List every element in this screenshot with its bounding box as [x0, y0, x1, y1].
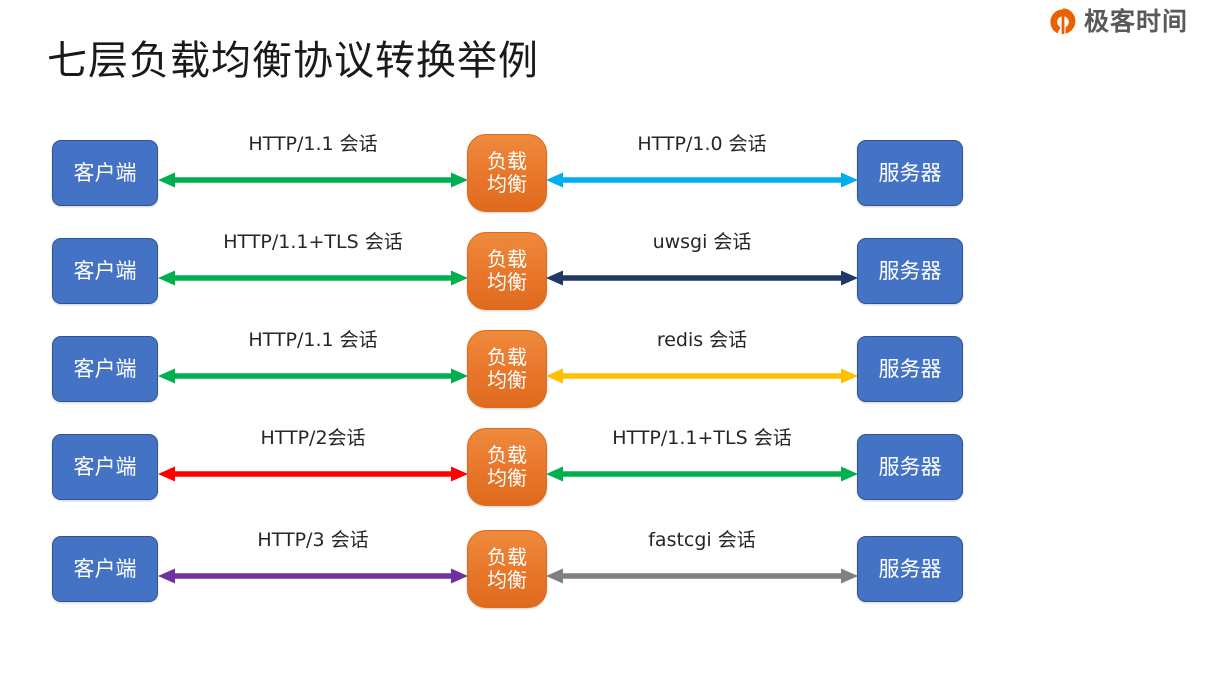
server-node-label: 服务器 [878, 357, 942, 381]
balancer-to-server-connector: uwsgi 会话 [546, 221, 858, 321]
balancer-to-server-connector: redis 会话 [546, 319, 858, 419]
load-balancer-label-line2: 均衡 [487, 270, 527, 294]
load-balancer-label-line2: 均衡 [487, 172, 527, 196]
load-balancer-node[interactable]: 负载均衡 [467, 330, 547, 408]
load-balancer-label-line2: 均衡 [487, 568, 527, 592]
balancer-to-server-connector: fastcgi 会话 [546, 519, 858, 619]
load-balancer-node-label: 负载均衡 [487, 346, 527, 392]
client-node[interactable]: 客户端 [52, 434, 158, 500]
server-node-label: 服务器 [878, 557, 942, 581]
client-to-balancer-connector: HTTP/1.1+TLS 会话 [158, 221, 468, 321]
balancer-to-server-label: redis 会话 [656, 329, 748, 351]
server-node[interactable]: 服务器 [857, 336, 963, 402]
server-node[interactable]: 服务器 [857, 536, 963, 602]
balancer-to-server-label: fastcgi 会话 [648, 529, 756, 551]
balancer-to-server-label: HTTP/1.0 会话 [637, 133, 767, 155]
balancer-to-server-connector: HTTP/1.0 会话 [546, 123, 858, 223]
server-node-label: 服务器 [878, 161, 942, 185]
diagram-row: 客户端 HTTP/1.1+TLS 会话负载均衡 uwsgi 会话服务器 [0, 221, 1210, 321]
load-balancer-label-line1: 负载 [487, 545, 527, 569]
diagram-row: 客户端 HTTP/1.1 会话负载均衡 HTTP/1.0 会话服务器 [0, 123, 1210, 223]
server-node[interactable]: 服务器 [857, 140, 963, 206]
client-node[interactable]: 客户端 [52, 336, 158, 402]
client-node-label: 客户端 [73, 557, 137, 581]
load-balancer-node[interactable]: 负载均衡 [467, 428, 547, 506]
load-balancer-label-line1: 负载 [487, 247, 527, 271]
geektime-logo-icon [1049, 8, 1077, 36]
load-balancer-label-line2: 均衡 [487, 368, 527, 392]
client-node-label: 客户端 [73, 357, 137, 381]
load-balancer-label-line2: 均衡 [487, 466, 527, 490]
client-to-balancer-connector: HTTP/2会话 [158, 417, 468, 517]
load-balancer-node[interactable]: 负载均衡 [467, 134, 547, 212]
client-to-balancer-label: HTTP/1.1 会话 [248, 133, 378, 155]
load-balancer-node-label: 负载均衡 [487, 444, 527, 490]
diagram-row: 客户端 HTTP/1.1 会话负载均衡 redis 会话服务器 [0, 319, 1210, 419]
balancer-to-server-label: uwsgi 会话 [652, 231, 752, 253]
client-node[interactable]: 客户端 [52, 140, 158, 206]
balancer-to-server-connector: HTTP/1.1+TLS 会话 [546, 417, 858, 517]
server-node-label: 服务器 [878, 455, 942, 479]
server-node-label: 服务器 [878, 259, 942, 283]
load-balancer-node-label: 负载均衡 [487, 546, 527, 592]
load-balancer-node-label: 负载均衡 [487, 150, 527, 196]
client-to-balancer-label: HTTP/3 会话 [257, 529, 369, 551]
load-balancer-node-label: 负载均衡 [487, 248, 527, 294]
client-to-balancer-label: HTTP/2会话 [260, 427, 366, 449]
client-to-balancer-connector: HTTP/1.1 会话 [158, 319, 468, 419]
load-balancer-node[interactable]: 负载均衡 [467, 232, 547, 310]
client-to-balancer-connector: HTTP/1.1 会话 [158, 123, 468, 223]
client-node-label: 客户端 [73, 455, 137, 479]
load-balancer-label-line1: 负载 [487, 443, 527, 467]
client-node-label: 客户端 [73, 259, 137, 283]
geektime-logo-text: 极客时间 [1083, 7, 1188, 36]
load-balancer-label-line1: 负载 [487, 345, 527, 369]
page-title: 七层负载均衡协议转换举例 [47, 38, 539, 84]
client-node-label: 客户端 [73, 161, 137, 185]
client-to-balancer-connector: HTTP/3 会话 [158, 519, 468, 619]
client-to-balancer-label: HTTP/1.1 会话 [248, 329, 378, 351]
server-node[interactable]: 服务器 [857, 238, 963, 304]
geektime-logo: 极客时间 [1049, 8, 1188, 36]
client-node[interactable]: 客户端 [52, 536, 158, 602]
client-to-balancer-label: HTTP/1.1+TLS 会话 [223, 231, 403, 253]
client-node[interactable]: 客户端 [52, 238, 158, 304]
server-node[interactable]: 服务器 [857, 434, 963, 500]
load-balancer-node[interactable]: 负载均衡 [467, 530, 547, 608]
balancer-to-server-label: HTTP/1.1+TLS 会话 [612, 427, 792, 449]
diagram-row: 客户端 HTTP/3 会话负载均衡 fastcgi 会话服务器 [0, 519, 1210, 619]
diagram-row: 客户端 HTTP/2会话负载均衡 HTTP/1.1+TLS 会话服务器 [0, 417, 1210, 517]
load-balancer-label-line1: 负载 [487, 149, 527, 173]
